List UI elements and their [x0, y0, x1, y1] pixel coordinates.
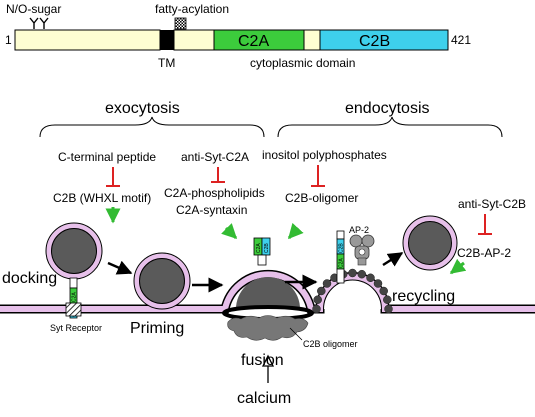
c2a-domain-label: C2A: [238, 33, 269, 50]
syt-fusion-c2a: C2A: [256, 243, 262, 253]
promote-arrow-2: [221, 223, 238, 240]
n-term-label: 1: [5, 33, 12, 47]
syt-endo-c2a: C2A: [339, 258, 345, 268]
recycling-vesicle: [402, 215, 458, 271]
priming-label: Priming: [130, 320, 184, 337]
tm-label: TM: [158, 56, 175, 70]
arrow-endo-to-recycling: [382, 251, 404, 267]
exocytosis-header: exocytosis: [105, 100, 180, 117]
docking-label: docking: [2, 270, 57, 287]
coat-bead: [348, 268, 357, 278]
lumenal-segment: [14, 29, 161, 51]
glyco-label: N/O-sugar: [6, 2, 61, 16]
docking-vesicle: [45, 222, 103, 280]
c2a-phospholipids-label: C2A-phospholipids: [164, 186, 265, 200]
fusion-label: fusion: [241, 352, 284, 369]
promote-arrow-3: [287, 222, 304, 240]
c2b-whxl-label: C2B (WHXL motif): [53, 191, 151, 205]
syt-fusion: C2A C2B: [253, 237, 271, 266]
c2b-oligomer-pointer: [289, 327, 303, 341]
acyl-label: fatty-acylation: [155, 2, 229, 16]
c2b-oligomer-cluster: [227, 315, 309, 341]
c2b-oligomer-caption: C2B oligomer: [303, 339, 358, 349]
anti-syt-c2b-label: anti-Syt-C2B: [458, 197, 526, 211]
arrow-dock-to-prime: [107, 260, 133, 275]
coat-bead: [317, 286, 326, 296]
coat-bead: [366, 273, 375, 283]
endocytic-pit-core: [323, 280, 381, 309]
calcium-label: calcium: [237, 390, 291, 407]
c2b-oligomer-inhibitor-label: C2B-oligomer: [285, 191, 358, 205]
coat-bead: [383, 295, 392, 304]
syt-endo-c2b: C2B: [339, 243, 345, 253]
c-term-label: 421: [451, 33, 471, 47]
coat-bead: [313, 295, 322, 304]
endocytosis-brace: [277, 116, 503, 138]
coat-bead: [379, 286, 388, 296]
syt-receptor-box: [65, 302, 82, 317]
fusion-vesicle-core: [236, 277, 300, 309]
acylation-icon: [174, 17, 187, 30]
syt-receptor-label: Syt Receptor: [50, 323, 102, 333]
c2b-ap2-label: C2B-AP-2: [457, 246, 511, 260]
recycling-label: recycling: [392, 288, 455, 305]
syt-docking-c2a: C2A: [72, 292, 78, 302]
syt-fusion-c2b: C2B: [264, 243, 270, 253]
linker-segment: [173, 29, 215, 51]
coat-bead: [357, 269, 367, 279]
priming-vesicle: [133, 252, 191, 310]
calcium-arrow: [261, 354, 275, 383]
endocytosis-header: endocytosis: [345, 100, 430, 117]
coat-bead: [322, 279, 332, 288]
domain-map: 1 421 C2A C2B TM cytoplasmic domain N/O-…: [5, 2, 471, 70]
cytoplasmic-label: cytoplasmic domain: [250, 56, 355, 70]
c-terminal-peptide-label: C-terminal peptide: [58, 150, 156, 164]
linker2-segment: [303, 29, 321, 51]
ap2-label: AP-2: [349, 225, 369, 235]
anti-syt-c2a-label: anti-Syt-C2A: [181, 150, 249, 164]
inositol-label: inositol polyphosphates: [262, 148, 387, 162]
ap2-complex: [349, 234, 375, 266]
coat-bead: [384, 304, 393, 314]
c2a-syntaxin-label: C2A-syntaxin: [176, 203, 247, 217]
c2b-segment: [319, 29, 449, 51]
coat-bead: [312, 304, 321, 314]
tm-segment: [160, 30, 174, 50]
syt-endocytosis: C2B C2A: [336, 230, 345, 284]
glycosylation-icon: [29, 17, 49, 29]
promote-arrow-4: [449, 258, 467, 275]
coat-bead: [373, 279, 383, 288]
c2b-domain-label: C2B: [359, 33, 390, 50]
exocytosis-brace: [39, 116, 265, 138]
